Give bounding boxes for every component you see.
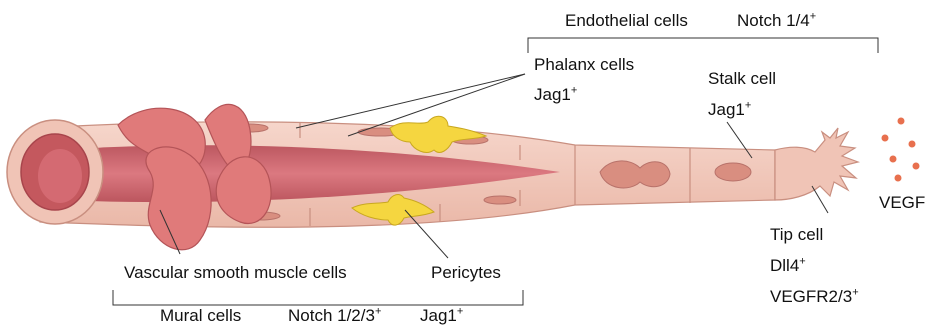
- endothelial-cells-label: Endothelial cells: [565, 12, 688, 29]
- phalanx-marker-sup: +: [571, 84, 577, 96]
- phalanx-cells-label: Phalanx cells: [534, 56, 634, 73]
- vsmc-text: Vascular smooth muscle cells: [124, 263, 347, 282]
- phalanx-cells-text: Phalanx cells: [534, 55, 634, 74]
- phalanx-marker-text: Jag1: [534, 85, 571, 104]
- mural-marker-sup: +: [457, 305, 463, 317]
- tip-marker-2-text: VEGFR2/3: [770, 287, 852, 306]
- endothelial-bracket: [528, 38, 878, 53]
- endothelial-notch-label: Notch 1/4+: [737, 12, 816, 29]
- stalk-cell-text: Stalk cell: [708, 69, 776, 88]
- tip-marker-2-sup: +: [852, 286, 858, 298]
- vegf-molecules: [881, 117, 920, 182]
- stalk-marker-text: Jag1: [708, 100, 745, 119]
- endothelial-notch-sup: +: [810, 10, 816, 22]
- tip-marker-1-sup: +: [799, 255, 805, 267]
- tip-marker-1-text: Dll4: [770, 256, 799, 275]
- tip-cell-label: Tip cell: [770, 226, 823, 243]
- mural-cells-text: Mural cells: [160, 306, 241, 325]
- tip-marker-2-label: VEGFR2/3+: [770, 288, 859, 305]
- vegf-text: VEGF: [879, 193, 925, 212]
- tip-cell-body: [775, 128, 858, 200]
- stalk-marker-sup: +: [745, 99, 751, 111]
- mural-marker-label: Jag1+: [420, 307, 463, 324]
- endothelial-notch-text: Notch 1/4: [737, 11, 810, 30]
- mural-cells-label: Mural cells: [160, 307, 241, 324]
- vsmc-label: Vascular smooth muscle cells: [124, 264, 347, 281]
- mural-bracket: [113, 290, 523, 305]
- mural-notch-sup: +: [375, 305, 381, 317]
- tip-cell-text: Tip cell: [770, 225, 823, 244]
- mural-notch-label: Notch 1/2/3+: [288, 307, 381, 324]
- pericytes-label: Pericytes: [431, 264, 501, 281]
- stalk-marker-label: Jag1+: [708, 101, 751, 118]
- endothelial-cells-text: Endothelial cells: [565, 11, 688, 30]
- tip-marker-1-label: Dll4+: [770, 257, 806, 274]
- phalanx-marker-label: Jag1+: [534, 86, 577, 103]
- vessel-opening-highlight: [38, 149, 82, 203]
- mural-marker-text: Jag1: [420, 306, 457, 325]
- mural-notch-text: Notch 1/2/3: [288, 306, 375, 325]
- stalk-cell-label: Stalk cell: [708, 70, 776, 87]
- pericytes-text: Pericytes: [431, 263, 501, 282]
- vegf-label: VEGF: [879, 194, 925, 211]
